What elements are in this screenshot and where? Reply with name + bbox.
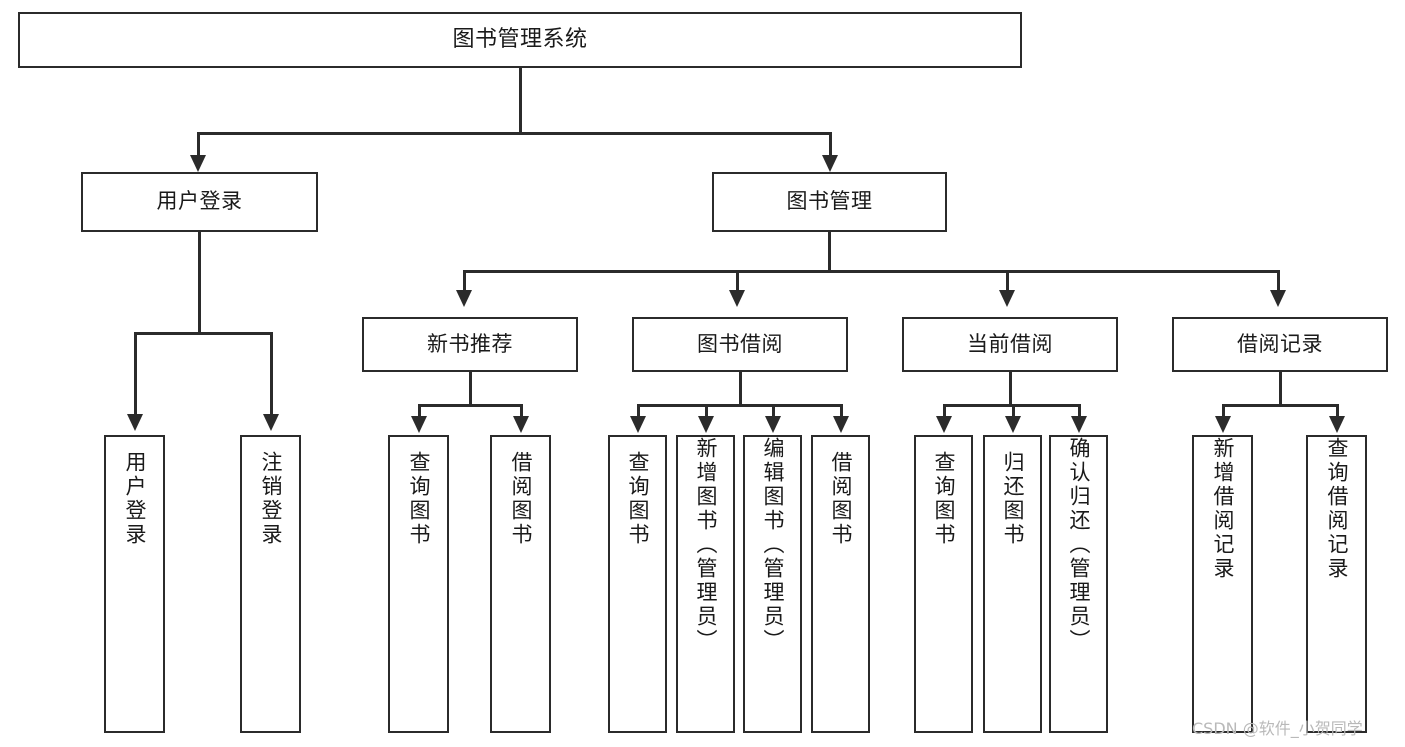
- csdn-watermark: CSDN @软件_小贺同学: [1192, 719, 1363, 738]
- connector-root-to-book-management: [829, 132, 832, 158]
- connector-root-stem: [519, 68, 522, 134]
- arrowhead-bb-to-leaf-4: [833, 416, 849, 433]
- arrowhead-cb-to-leaf-2: [1005, 416, 1021, 433]
- node-label: 图书管理: [786, 189, 873, 214]
- connector-book-management-stem: [828, 232, 831, 272]
- arrowhead-bb-to-leaf-1: [630, 416, 646, 433]
- node-label: 新书推荐: [427, 331, 513, 356]
- node-root-book-management-system[interactable]: 图书管理系统: [18, 12, 1022, 68]
- connector-bb-to-leaf-1: [637, 404, 640, 418]
- connector-nbr-bar: [418, 404, 522, 407]
- node-label: 用户登录: [123, 451, 147, 547]
- node-label: 用户登录: [156, 189, 243, 214]
- arrowhead-root-to-book-management: [822, 155, 838, 172]
- leaf-bb-query-book[interactable]: 查询图书: [608, 435, 667, 733]
- arrowhead-bm-to-book-borrow: [729, 290, 745, 307]
- connector-bb-to-leaf-4: [840, 404, 843, 418]
- connector-user-login-bar: [134, 332, 272, 335]
- node-book-management[interactable]: 图书管理: [712, 172, 947, 232]
- arrowhead-bm-to-current-borrow: [999, 290, 1015, 307]
- leaf-bb-add-book-admin[interactable]: 新增图书（管理员）: [676, 435, 735, 733]
- node-label: 归还图书: [1001, 451, 1025, 547]
- connector-root-to-user-login: [197, 132, 200, 158]
- leaf-bb-edit-book-admin[interactable]: 编辑图书（管理员）: [743, 435, 802, 733]
- node-label: 查询图书: [407, 451, 431, 547]
- connector-nbr-stem: [469, 372, 472, 406]
- node-label: 确认归还（管理员）: [1067, 437, 1091, 653]
- connector-br-to-leaf-2: [1336, 404, 1339, 418]
- arrowhead-user-login-to-leaf-2: [263, 414, 279, 431]
- arrowhead-br-to-leaf-1: [1215, 416, 1231, 433]
- node-label: 新增借阅记录: [1211, 437, 1235, 581]
- node-label: 查询图书: [932, 451, 956, 547]
- node-user-login[interactable]: 用户登录: [81, 172, 318, 232]
- node-label: 当前借阅: [967, 331, 1053, 356]
- node-borrow-record[interactable]: 借阅记录: [1172, 317, 1388, 372]
- arrowhead-cb-to-leaf-1: [936, 416, 952, 433]
- connector-bm-to-current-borrow: [1006, 270, 1009, 292]
- leaf-bb-borrow-book[interactable]: 借阅图书: [811, 435, 870, 733]
- arrowhead-bb-to-leaf-2: [698, 416, 714, 433]
- connector-br-stem: [1279, 372, 1282, 406]
- connector-bm-to-new-book: [463, 270, 466, 292]
- arrowhead-user-login-to-leaf-1: [127, 414, 143, 431]
- connector-bb-stem: [739, 372, 742, 406]
- leaf-user-login-login[interactable]: 用户登录: [104, 435, 165, 733]
- connector-cb-bar: [943, 404, 1080, 407]
- connector-user-login-stem: [198, 232, 201, 334]
- connector-bb-to-leaf-3: [772, 404, 775, 418]
- node-label: 借阅图书: [509, 451, 533, 547]
- connector-root-bar: [197, 132, 831, 135]
- arrowhead-bb-to-leaf-3: [765, 416, 781, 433]
- leaf-nbr-query-book[interactable]: 查询图书: [388, 435, 449, 733]
- arrowhead-bm-to-new-book: [456, 290, 472, 307]
- node-label: 新增图书（管理员）: [694, 437, 718, 653]
- connector-cb-to-leaf-2: [1012, 404, 1015, 418]
- connector-br-bar: [1222, 404, 1338, 407]
- connector-user-login-to-leaf-2: [270, 332, 273, 416]
- leaf-cb-return-book[interactable]: 归还图书: [983, 435, 1042, 733]
- arrowhead-nbr-to-leaf-1: [411, 416, 427, 433]
- node-book-borrow[interactable]: 图书借阅: [632, 317, 848, 372]
- connector-nbr-to-leaf-1: [418, 404, 421, 418]
- connector-cb-stem: [1009, 372, 1012, 406]
- leaf-br-add-record[interactable]: 新增借阅记录: [1192, 435, 1253, 733]
- node-label: 借阅记录: [1237, 331, 1323, 356]
- connector-user-login-to-leaf-1: [134, 332, 137, 416]
- node-label: 图书借阅: [697, 331, 783, 356]
- connector-cb-to-leaf-3: [1078, 404, 1081, 418]
- leaf-cb-confirm-return-admin[interactable]: 确认归还（管理员）: [1049, 435, 1108, 733]
- connector-bm-to-borrow-record: [1277, 270, 1280, 292]
- leaf-br-query-record[interactable]: 查询借阅记录: [1306, 435, 1367, 733]
- leaf-cb-query-book[interactable]: 查询图书: [914, 435, 973, 733]
- node-label: 查询借阅记录: [1325, 437, 1349, 581]
- leaf-user-login-logout[interactable]: 注销登录: [240, 435, 301, 733]
- arrowhead-root-to-user-login: [190, 155, 206, 172]
- connector-bm-to-book-borrow: [736, 270, 739, 292]
- arrowhead-cb-to-leaf-3: [1071, 416, 1087, 433]
- arrowhead-nbr-to-leaf-2: [513, 416, 529, 433]
- node-current-borrow[interactable]: 当前借阅: [902, 317, 1118, 372]
- connector-book-management-bar: [463, 270, 1279, 273]
- node-label: 图书管理系统: [452, 26, 588, 52]
- connector-bb-to-leaf-2: [705, 404, 708, 418]
- connector-br-to-leaf-1: [1222, 404, 1225, 418]
- node-label: 查询图书: [626, 451, 650, 547]
- arrowhead-bm-to-borrow-record: [1270, 290, 1286, 307]
- arrowhead-br-to-leaf-2: [1329, 416, 1345, 433]
- node-new-book-recommend[interactable]: 新书推荐: [362, 317, 578, 372]
- leaf-nbr-borrow-book[interactable]: 借阅图书: [490, 435, 551, 733]
- node-label: 借阅图书: [829, 451, 853, 547]
- connector-nbr-to-leaf-2: [520, 404, 523, 418]
- connector-bb-bar: [637, 404, 841, 407]
- connector-cb-to-leaf-1: [943, 404, 946, 418]
- node-label: 注销登录: [259, 451, 283, 547]
- node-label: 编辑图书（管理员）: [761, 437, 785, 653]
